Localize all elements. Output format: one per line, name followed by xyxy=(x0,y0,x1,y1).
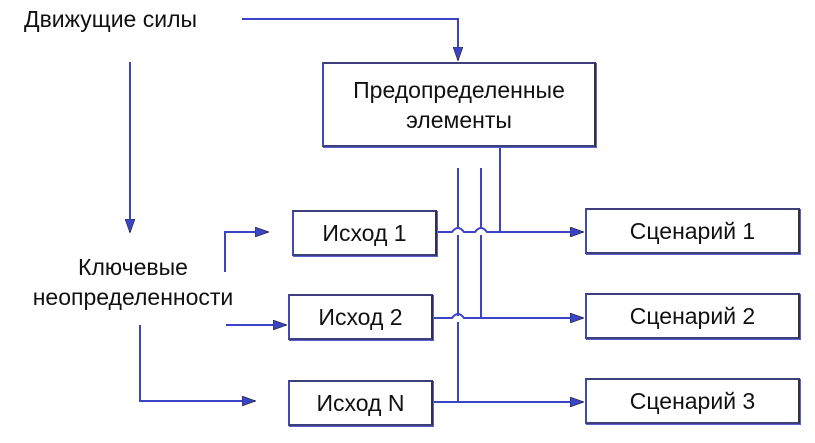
scenario-box-2: Сценарий 2 xyxy=(585,293,800,339)
scenario-label: Сценарий 2 xyxy=(629,303,756,329)
key-uncertainties-line1: Ключевые xyxy=(78,254,188,280)
outcome-label: Исход 1 xyxy=(322,220,407,246)
driving-forces-label: Движущие силы xyxy=(24,6,198,32)
outcome-label: Исход N xyxy=(316,390,405,416)
scenario-label: Сценарий 3 xyxy=(629,388,756,414)
arrow-uncertainties-to-outcomeN xyxy=(139,325,255,401)
key-uncertainties-label: Ключевые неопределенности xyxy=(18,252,248,312)
arrow-outcome1-to-scenario1 xyxy=(437,228,583,232)
outcome-label: Исход 2 xyxy=(318,304,403,330)
scenario-box-1: Сценарий 1 xyxy=(585,208,800,254)
outcome-box-1: Исход 1 xyxy=(292,210,437,256)
predetermined-elements-box: Предопределенные элементы xyxy=(322,62,596,147)
key-uncertainties-line2: неопределенности xyxy=(32,284,234,310)
outcome-box-2: Исход 2 xyxy=(288,294,433,340)
arrow-outcome2-to-scenario2 xyxy=(433,314,583,318)
predetermined-line1: Предопределенные xyxy=(353,76,565,103)
arrow-forces-to-predetermined xyxy=(242,18,458,60)
predetermined-line2: элементы xyxy=(406,106,512,133)
outcome-box-n: Исход N xyxy=(288,380,433,426)
scenario-label: Сценарий 1 xyxy=(629,218,756,244)
arrow-uncertainties-to-outcome1 xyxy=(224,232,268,272)
scenario-box-3: Сценарий 3 xyxy=(585,378,800,424)
